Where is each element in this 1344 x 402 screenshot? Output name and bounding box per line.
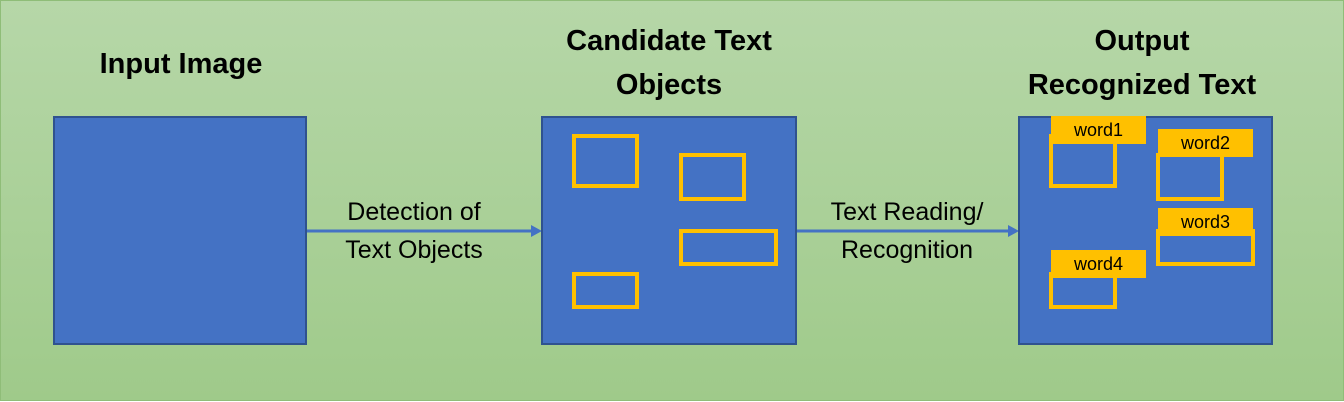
- word-tag: word3: [1158, 208, 1253, 236]
- word-tag: word1: [1051, 116, 1146, 144]
- candidate-box: [679, 153, 746, 201]
- title-line: Input Image: [99, 48, 263, 80]
- arrow-label-recognition: Text Reading/ Recognition: [796, 193, 1018, 269]
- input-image-panel: [53, 116, 307, 345]
- stage-title-input: Input Image: [41, 42, 321, 86]
- label-line: Recognition: [840, 236, 974, 264]
- word-tag: word2: [1158, 129, 1253, 157]
- title-line: Candidate Text: [566, 25, 772, 57]
- stage-title-candidates: Candidate Text Objects: [519, 19, 819, 107]
- recognized-box: [1156, 153, 1224, 201]
- candidate-box: [572, 134, 639, 188]
- arrow-label-detection: Detection of Text Objects: [301, 193, 527, 269]
- title-line: Objects: [615, 69, 723, 101]
- arrow-detection: [306, 225, 542, 237]
- label-line: Text Objects: [345, 236, 483, 264]
- candidate-box: [572, 272, 639, 309]
- candidate-box: [679, 229, 778, 266]
- stage-title-output: Output Recognized Text: [992, 19, 1292, 107]
- arrow-recognition: [796, 225, 1019, 237]
- title-line: Output: [1094, 25, 1190, 57]
- word-tag: word4: [1051, 250, 1146, 278]
- label-line: Detection of: [347, 198, 481, 226]
- label-line: Text Reading/: [830, 198, 984, 226]
- title-line: Recognized Text: [1027, 69, 1257, 101]
